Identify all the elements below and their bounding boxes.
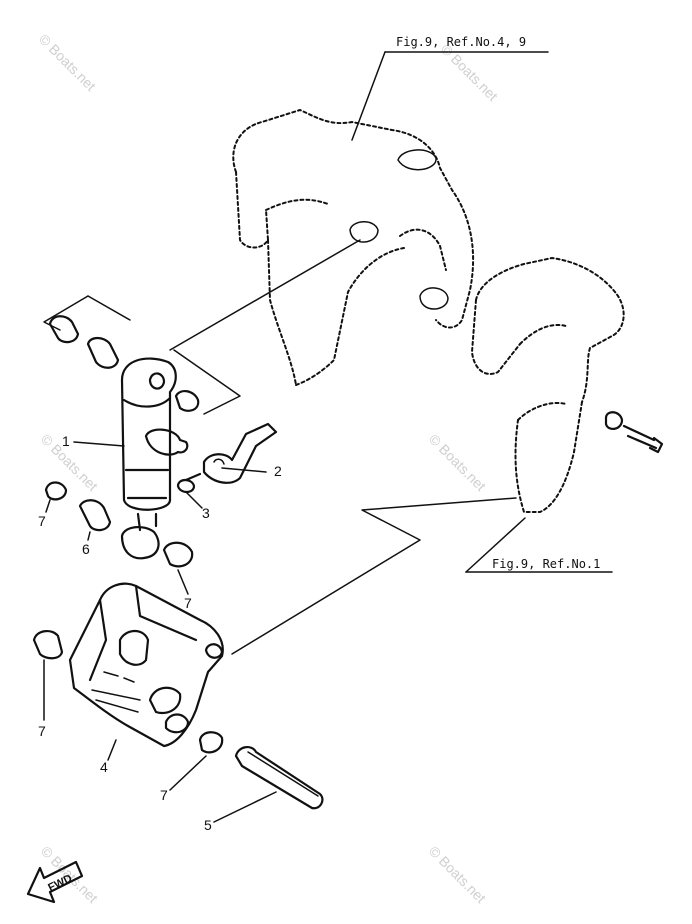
callout-7-a: 7 (38, 513, 46, 529)
bolt-right (604, 411, 664, 454)
connector-line (231, 497, 517, 655)
leader-part-2 (221, 467, 267, 473)
watermark-top-right: © Boats.net (438, 41, 501, 104)
bushing-7-left (44, 481, 68, 501)
callout-5: 5 (204, 817, 212, 833)
reference-top: Fig.9, Ref.No.4, 9 (351, 35, 549, 141)
callout-7-d: 7 (160, 787, 168, 803)
pivot-axis-bend (173, 349, 241, 415)
upper-bracket-hole (419, 287, 449, 310)
callout-7-b: 7 (184, 595, 192, 611)
fwd-arrow-icon (26, 860, 84, 904)
pivot-pin (234, 746, 324, 810)
top-left-parts (43, 295, 131, 369)
leader-part-1 (73, 441, 125, 447)
callout-7-c: 7 (38, 723, 46, 739)
clamp-bracket-upper (232, 108, 475, 386)
collar-top-left (86, 336, 120, 369)
leader-part-4 (107, 739, 117, 761)
lower-bushings (44, 481, 194, 568)
reference-top-leader (351, 51, 386, 141)
bushing-7-lower-left (32, 630, 64, 660)
bushing-top-left (48, 315, 80, 344)
callout-4: 4 (100, 759, 108, 775)
clamp-bracket-right (470, 256, 625, 513)
guide-line-top (43, 295, 89, 331)
upper-bracket-boss (397, 149, 437, 171)
callout-6: 6 (82, 541, 90, 557)
callout-1: 1 (62, 433, 70, 449)
leader-part-6 (87, 531, 91, 541)
clamp-plate (202, 422, 278, 484)
watermark-bottom-right: © Boats.net (426, 843, 489, 906)
lower-eye (120, 526, 160, 560)
leader-part-5 (213, 791, 277, 823)
reference-right-leader (465, 517, 526, 573)
callouts: 1 2 3 4 5 6 7 7 7 7 (38, 433, 282, 833)
bushing-7-lower (32, 630, 224, 754)
leader-part-7-d (169, 755, 207, 791)
watermark-top-left: © Boats.net (36, 31, 99, 94)
watermark-mid-right: © Boats.net (426, 431, 489, 494)
leader-part-3 (185, 491, 203, 509)
reference-top-text: Fig.9, Ref.No.4, 9 (396, 35, 526, 49)
callout-3: 3 (202, 505, 210, 521)
upper-bracket-pin-hole (349, 221, 379, 243)
reference-right-text: Fig.9, Ref.No.1 (492, 557, 600, 571)
tilt-cylinder (120, 357, 200, 532)
leader-lines (43, 441, 277, 823)
callout-2: 2 (274, 463, 282, 479)
reference-right: Fig.9, Ref.No.1 (465, 517, 613, 573)
collar-6 (78, 499, 112, 532)
leader-part-7-b (177, 569, 189, 595)
screw (176, 472, 202, 494)
swivel-bracket (68, 582, 224, 748)
bushing-7-lower-right (198, 731, 224, 754)
guide-line-top-2 (87, 295, 131, 321)
leader-part-7-a (45, 499, 51, 513)
upper-nut (174, 390, 200, 412)
pivot-axis-line (169, 239, 361, 351)
bushing-7-right (162, 541, 194, 568)
